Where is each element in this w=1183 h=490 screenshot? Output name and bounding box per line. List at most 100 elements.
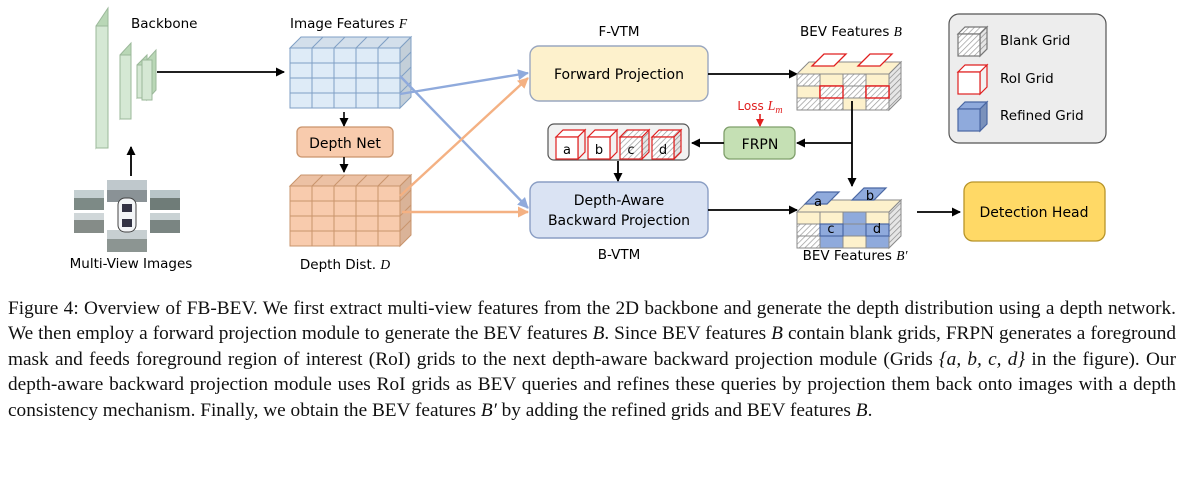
feature-cell — [377, 77, 401, 94]
f-vtm-label: F-VTM — [599, 24, 640, 40]
bev-features-label: BEV Features B — [800, 24, 902, 40]
bev-top — [795, 61, 903, 75]
forward-projection-label: Forward Projection — [554, 67, 684, 83]
depth-cell — [355, 185, 379, 202]
legend-refined-label: Refined Grid — [1000, 108, 1084, 124]
arrow-depth-to-forward — [399, 77, 529, 197]
bev-refined-cell — [842, 211, 867, 225]
feature-top — [288, 36, 413, 49]
depth-cell — [355, 230, 379, 247]
backbone-label: Backbone — [131, 16, 197, 32]
roi-cube-label-b: b — [595, 143, 603, 158]
legend-blank-label: Blank Grid — [1000, 33, 1070, 49]
bev-cell — [796, 73, 821, 87]
arrow-features-to-forward — [399, 69, 529, 96]
legend-roi-label: RoI Grid — [1000, 71, 1054, 87]
roi-cube-d — [651, 136, 675, 160]
roi-grid-cubes: a b c d — [554, 128, 683, 161]
legend-cubes — [956, 25, 989, 133]
bev-features-grid — [795, 53, 903, 112]
feature-cell — [289, 62, 313, 79]
roi-cube-c — [619, 136, 643, 160]
bev-refined-cell — [842, 235, 867, 249]
figure-caption: Figure 4: Overview of FB-BEV. We first e… — [8, 298, 1176, 421]
roi-cube-label-a: a — [563, 143, 571, 158]
image-features-grid — [288, 35, 413, 110]
legend-blank-cube — [957, 33, 981, 57]
depth-dist-label: Depth Dist. D — [300, 257, 390, 273]
depth-cell — [333, 215, 357, 232]
feature-cell — [333, 47, 357, 64]
depth-cell — [377, 185, 401, 202]
feature-cell — [377, 62, 401, 79]
depth-cell — [333, 230, 357, 247]
depth-cell — [289, 230, 313, 247]
feature-cell — [333, 62, 357, 79]
depth-cell — [311, 185, 335, 202]
depth-cell — [289, 200, 313, 217]
bev-cell — [865, 97, 890, 111]
bev-cell — [819, 73, 844, 87]
feature-cell — [377, 92, 401, 109]
feature-cell — [289, 47, 313, 64]
depth-cell — [355, 200, 379, 217]
refined-grid-label-c: c — [827, 222, 834, 237]
detection-head-label: Detection Head — [979, 205, 1088, 221]
bev-cell — [796, 97, 821, 111]
feature-cell — [289, 77, 313, 94]
depth-cell — [289, 215, 313, 232]
depth-distribution-grid — [288, 173, 413, 248]
bev-refined-cell — [842, 223, 867, 237]
bev-cell — [842, 97, 867, 111]
feature-cell — [311, 92, 335, 109]
feature-cell — [355, 62, 379, 79]
bev-refined-cell — [865, 235, 890, 249]
b-vtm-label: B-VTM — [598, 247, 640, 263]
depth-cell — [355, 215, 379, 232]
bev-cell — [842, 85, 867, 99]
backward-projection-label-2: Backward Projection — [548, 213, 690, 229]
feature-cell — [377, 47, 401, 64]
depth-top — [288, 174, 413, 187]
refined-grid-label-d: d — [873, 222, 881, 237]
roi-cube-a — [555, 136, 579, 160]
roi-cube-label-d: d — [659, 143, 667, 158]
frpn-label: FRPN — [742, 137, 779, 153]
bev-refined-cell — [796, 223, 821, 237]
depth-cell — [377, 230, 401, 247]
roi-cube-label-c: c — [627, 143, 634, 158]
backbone-block — [95, 6, 157, 150]
depth-cell — [377, 215, 401, 232]
bev-features-refined-label: BEV Features B′ — [803, 248, 909, 264]
feature-cell — [311, 77, 335, 94]
feature-cell — [311, 62, 335, 79]
feature-cell — [289, 92, 313, 109]
bev-cell — [842, 73, 867, 87]
backward-projection-label-1: Depth-Aware — [574, 193, 665, 209]
feature-cell — [311, 47, 335, 64]
depth-net-label: Depth Net — [309, 136, 381, 152]
bev-cell — [796, 85, 821, 99]
legend-roi-cube — [957, 71, 981, 95]
roi-cube-b — [587, 136, 611, 160]
feature-cell — [355, 77, 379, 94]
depth-cell — [311, 215, 335, 232]
depth-cell — [289, 185, 313, 202]
bev-cell — [865, 73, 890, 87]
depth-cell — [377, 200, 401, 217]
image-features-label: Image Features F — [290, 16, 408, 32]
caption-label: Figure 4: — [8, 298, 79, 319]
loss-label: Loss Lm — [737, 99, 782, 116]
depth-cell — [311, 200, 335, 217]
bev-refined-cell — [819, 235, 844, 249]
bev-cell — [819, 97, 844, 111]
detection-head-box — [963, 181, 1106, 242]
feature-cell — [333, 77, 357, 94]
multi-view-images-label: Multi-View Images — [70, 256, 193, 272]
legend-refined-cube — [957, 108, 981, 132]
depth-cell — [311, 230, 335, 247]
bev-refined-cell — [796, 211, 821, 225]
bev-refined-cell — [796, 235, 821, 249]
backward-projection-box — [529, 181, 709, 239]
